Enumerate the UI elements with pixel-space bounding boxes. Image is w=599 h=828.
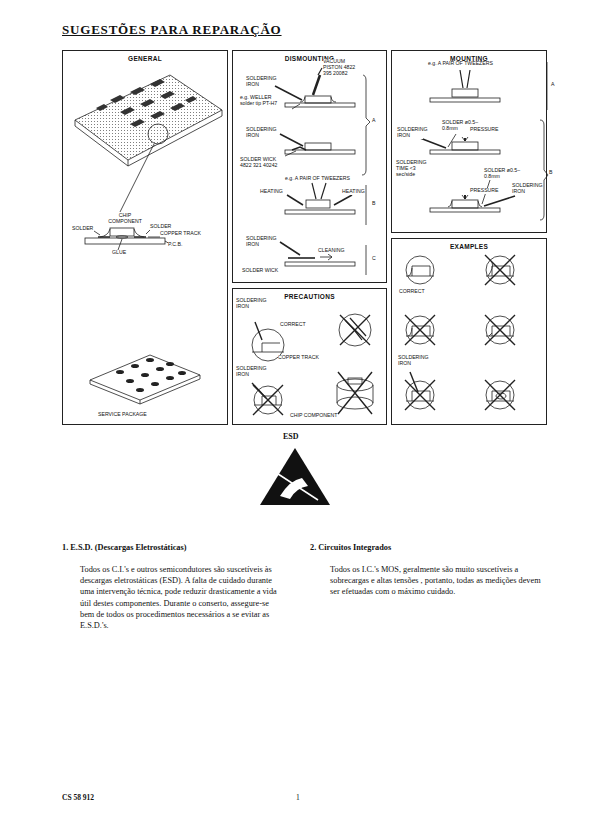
part-label: GLUE (112, 250, 126, 256)
part-label: HEATING (342, 189, 365, 195)
panel-heading: GENERAL (63, 55, 227, 62)
part-label: SOLDER (150, 224, 171, 230)
page-title: SUGESTÕES PARA REPARAÇÃO (62, 22, 282, 38)
part-label: SERVICE PACKAGE (98, 412, 147, 418)
part-label: PRESSURE (470, 188, 499, 194)
part-label: COPPER TRACK (160, 231, 201, 237)
text-block: 1 (296, 794, 300, 803)
step-letter: C (372, 256, 376, 262)
part-label: CORRECT (280, 322, 306, 328)
part-label: SOLDERING IRON (246, 76, 274, 88)
text-block: 2. Circuitos Integrados (310, 543, 391, 553)
step-letter: A (551, 82, 554, 88)
part-label: e.g. WELLER solder tip PT-H7 (240, 95, 284, 107)
part-label: SOLDER WICK (242, 268, 278, 274)
part-label: CORRECT (399, 289, 425, 295)
part-label: PRESSURE (470, 127, 499, 133)
part-label: SOLDERING IRON (246, 236, 276, 248)
part-label: SOLDERING IRON (236, 298, 264, 310)
part-label: SOLDER (72, 226, 93, 232)
part-label: CHIP COMPONENT (290, 413, 337, 419)
part-label: e.g. A PAIR OF TWEEZERS (285, 176, 350, 182)
step-letter: A (372, 118, 375, 124)
text-block: CS 58 912 (62, 794, 94, 803)
part-label: SOLDERING IRON (512, 183, 542, 195)
part-label: COPPER TRACK (278, 355, 319, 361)
panel-heading: DISMOUNTING (233, 55, 386, 62)
part-label: SOLDER WICK 4822 321 40242 (240, 157, 286, 169)
part-label: SOLDERING IRON (236, 366, 264, 378)
text-block: 1. E.S.D. (Descargas Eletrostáticas) (62, 543, 187, 553)
panel-box: MOUNTING (391, 50, 547, 233)
part-label: e.g. A PAIR OF TWEEZERS (428, 61, 493, 67)
panel-box: GENERAL (62, 50, 228, 425)
part-label: P.C.B. (168, 242, 182, 248)
panel-box: EXAMPLES (391, 238, 547, 425)
part-label: HEATING (260, 189, 283, 195)
step-letter: B (372, 201, 375, 207)
part-label: SOLDER ø0.5–0.8mm (484, 168, 524, 180)
part-label: CLEANING (318, 248, 345, 254)
part-label: CHIP COMPONENT (104, 213, 146, 225)
part-label: SOLDERING IRON (246, 127, 276, 139)
step-letter: B (549, 170, 552, 176)
text-block: Todos os I.C.'s MOS, geralmente são muit… (330, 564, 542, 598)
part-label: SOLDERING IRON (398, 355, 428, 367)
part-label: VACUUM PISTON 4822 395 20082 (323, 59, 363, 77)
part-label: SOLDERING TIME <3 sec/side (396, 160, 436, 178)
text-block: Todos os C.I.'s e outros semicondutores … (80, 564, 285, 631)
text-block: ESD (283, 432, 299, 441)
part-label: SOLDERING IRON (397, 127, 423, 139)
panel-heading: EXAMPLES (392, 243, 546, 250)
